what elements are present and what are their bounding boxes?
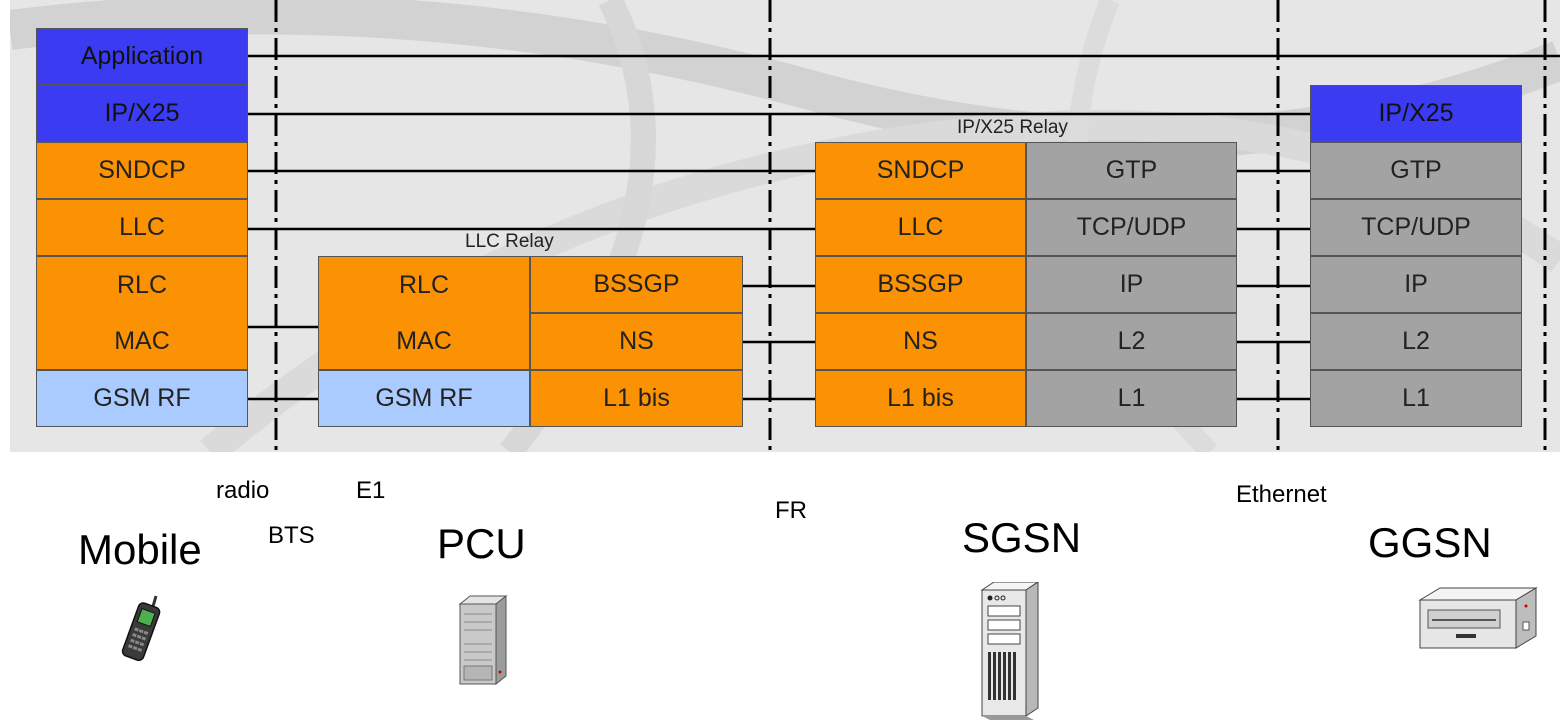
mobile-sndcp-layer: SNDCP — [36, 142, 248, 199]
sgsn-sndcp-layer: SNDCP — [815, 142, 1026, 199]
sgsn-ip-layer: IP — [1026, 256, 1237, 313]
mobile-gsm-rf-layer: GSM RF — [36, 370, 248, 427]
sgsn-l1bis-layer: L1 bis — [815, 370, 1026, 427]
sgsn-ns-layer: NS — [815, 313, 1026, 370]
pcu-node-label: PCU — [437, 520, 526, 567]
ipx25-relay-label: IP/X25 Relay — [957, 117, 1068, 138]
pcu-rlc-mac-layer: RLC MAC — [318, 256, 530, 370]
e1-interface-label: E1 — [356, 477, 386, 504]
peer-lines — [248, 54, 1560, 401]
pcu-mac-label: MAC — [396, 326, 452, 355]
mobile-phone-icon — [121, 595, 161, 662]
ethernet-interface-label: Ethernet — [1236, 481, 1327, 508]
pcu-l1bis-layer: L1 bis — [530, 370, 743, 427]
mobile-node-label: Mobile — [78, 526, 202, 573]
sgsn-node-label: SGSN — [962, 514, 1082, 561]
fr-interface-label: FR — [775, 497, 807, 524]
pcu-cabinet-icon — [458, 594, 508, 686]
ggsn-desktop-unit-icon — [1418, 587, 1538, 649]
ggsn-gtp-layer: GTP — [1310, 142, 1522, 199]
sgsn-l1-layer: L1 — [1026, 370, 1237, 427]
radio-interface-label: radio — [216, 477, 270, 504]
mobile-rlc-label: RLC — [116, 270, 167, 299]
sgsn-server-tower-icon — [980, 582, 1039, 720]
ggsn-l1-layer: L1 — [1310, 370, 1522, 427]
mobile-mac-label: MAC — [114, 326, 170, 355]
ggsn-ip-layer: IP — [1310, 256, 1522, 313]
pcu-bssgp-layer: BSSGP — [530, 256, 743, 313]
sgsn-llc-layer: LLC — [815, 199, 1026, 256]
ggsn-node-label: GGSN — [1368, 519, 1492, 566]
sgsn-tcpudp-layer: TCP/UDP — [1026, 199, 1237, 256]
llc-relay-label: LLC Relay — [465, 231, 554, 252]
sgsn-gtp-layer: GTP — [1026, 142, 1237, 199]
ggsn-tcpudp-layer: TCP/UDP — [1310, 199, 1522, 256]
mobile-rlc-mac-layer: RLC MAC — [36, 256, 248, 370]
mobile-ipx25-layer: IP/X25 — [36, 85, 248, 142]
pcu-gsm-rf-layer: GSM RF — [318, 370, 530, 427]
sgsn-l2-layer: L2 — [1026, 313, 1237, 370]
ggsn-l2-layer: L2 — [1310, 313, 1522, 370]
bts-label: BTS — [268, 522, 315, 549]
pcu-ns-layer: NS — [530, 313, 743, 370]
sgsn-bssgp-layer: BSSGP — [815, 256, 1026, 313]
mobile-llc-layer: LLC — [36, 199, 248, 256]
ggsn-ipx25-layer: IP/X25 — [1310, 85, 1522, 142]
mobile-application-layer: Application — [36, 28, 248, 85]
pcu-rlc-label: RLC — [398, 270, 449, 299]
